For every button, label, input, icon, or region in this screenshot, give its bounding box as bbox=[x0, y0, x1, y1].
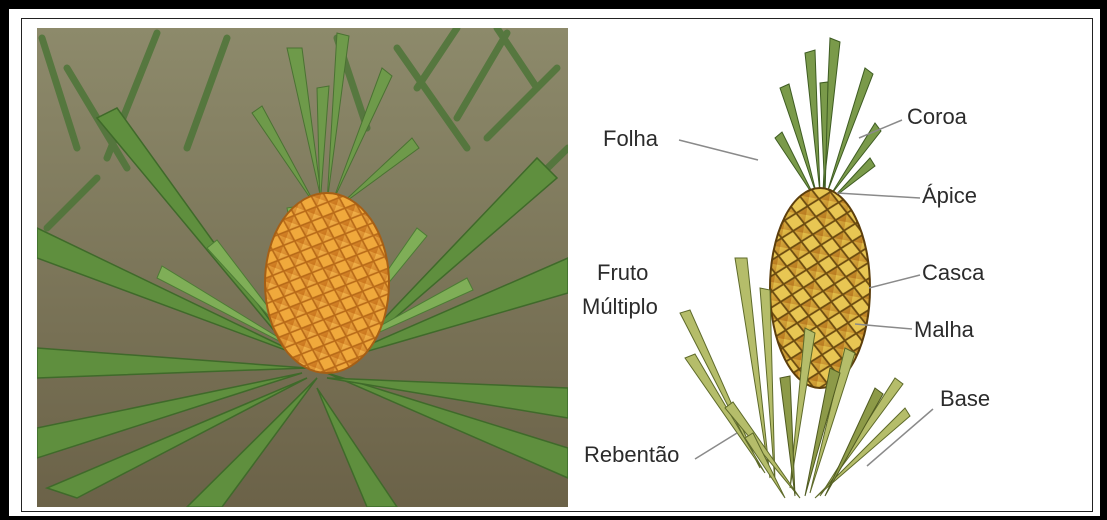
label-apice: Ápice bbox=[922, 185, 977, 207]
label-folha: Folha bbox=[603, 128, 658, 150]
label-casca: Casca bbox=[922, 262, 984, 284]
leader-rebentao bbox=[695, 433, 737, 459]
leader-casca bbox=[869, 275, 920, 288]
pineapple-anatomy-diagram bbox=[575, 28, 1095, 506]
label-rebentao: Rebentão bbox=[584, 444, 679, 466]
leader-apice bbox=[837, 193, 920, 198]
leader-coroa bbox=[859, 120, 902, 138]
label-coroa: Coroa bbox=[907, 106, 967, 128]
pineapple-plant-photo bbox=[37, 28, 568, 507]
label-multiplo: Múltiplo bbox=[582, 296, 658, 318]
label-fruto: Fruto bbox=[597, 262, 648, 284]
label-base: Base bbox=[940, 388, 990, 410]
leader-folha bbox=[679, 140, 758, 160]
fruit-drawing bbox=[770, 188, 870, 388]
crown-drawing bbox=[775, 38, 881, 198]
label-malha: Malha bbox=[914, 319, 974, 341]
